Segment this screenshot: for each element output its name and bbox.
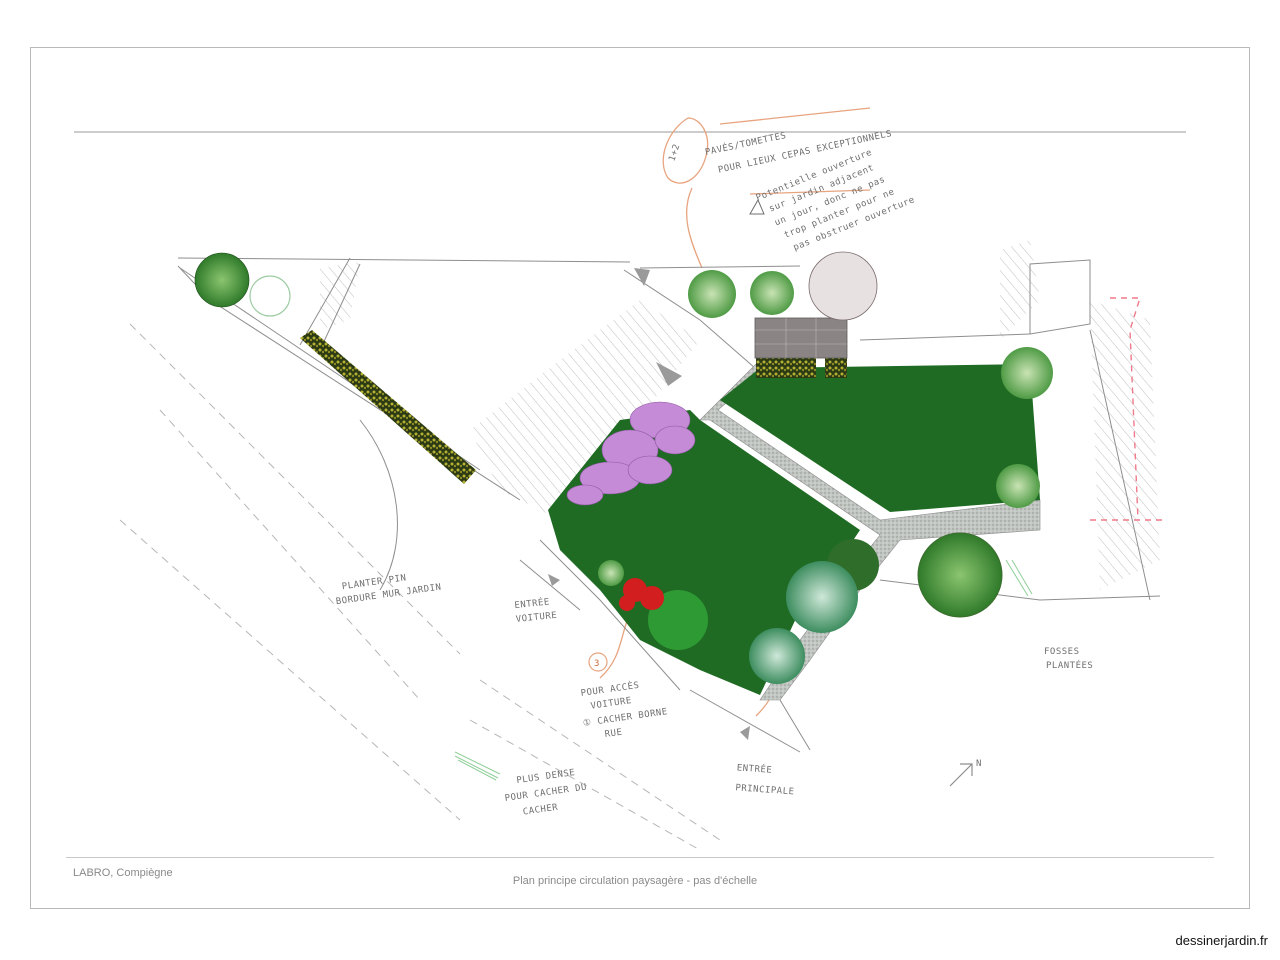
tree-topleft [194, 252, 250, 308]
tree-top-2 [750, 271, 794, 315]
pour-acces-1: POUR ACCÈS [580, 679, 640, 699]
pour-acces-2: VOITURE [590, 696, 632, 712]
tree-right-2 [996, 464, 1040, 508]
shrub-small [598, 560, 624, 586]
sketch-strokes-orange [599, 107, 871, 717]
hedge-top-2 [825, 356, 847, 378]
shrub-green-bed [648, 590, 708, 650]
tree-teal-2 [749, 628, 805, 684]
hatched-area-left [320, 262, 360, 330]
tree-large-round [917, 532, 1003, 618]
client-label: LABRO, Compiègne [73, 867, 173, 879]
plan-caption: Plan principe circulation paysagère - pa… [512, 875, 758, 887]
pink-dashed-lines [1090, 297, 1166, 521]
pour-acces-4: RUE [604, 728, 623, 740]
hatched-area-right [1000, 240, 1040, 340]
watermark-url: dessinerjardin.fr [1175, 933, 1269, 948]
hatched-area-center [470, 300, 700, 520]
plus-dense-3: CACHER [522, 803, 559, 818]
red-flower-bed [619, 578, 664, 611]
entree-voiture-2: VOITURE [515, 611, 557, 625]
entree-principale-2: PRINCIPALE [735, 783, 795, 797]
lawn-upper [720, 364, 1040, 512]
warning-triangle-icon [749, 198, 765, 215]
entree-voiture-1: ENTRÉE [514, 595, 551, 611]
footer-divider [66, 857, 1214, 858]
sketch-tree-left [249, 275, 291, 317]
tree-teal-1 [786, 561, 858, 633]
tree-top-blossom [808, 251, 878, 321]
lilac-flower-bed [566, 401, 696, 506]
entree-principale-1: ENTRÉE [736, 761, 772, 775]
terrace [754, 317, 848, 359]
hedge-left [300, 330, 476, 484]
circled-number-3 [588, 652, 608, 672]
fosses-1: FOSSES [1044, 647, 1080, 657]
entry-arrows [548, 268, 750, 740]
road-dashed-lines [119, 323, 721, 851]
hatched-area-building [1090, 300, 1160, 590]
green-scribble [454, 559, 1033, 781]
tree-top-1 [688, 270, 736, 318]
hedge-top-1 [756, 356, 816, 378]
north-label: N [976, 759, 982, 769]
circled-number-12: 1+2 [667, 143, 682, 163]
tree-right-1 [1001, 347, 1053, 399]
fosses-2: PLANTÉES [1046, 659, 1093, 671]
plus-dense-1: PLUS DENSE [516, 768, 576, 786]
circled-3-label: 3 [594, 659, 600, 669]
north-arrow-icon [949, 763, 973, 787]
